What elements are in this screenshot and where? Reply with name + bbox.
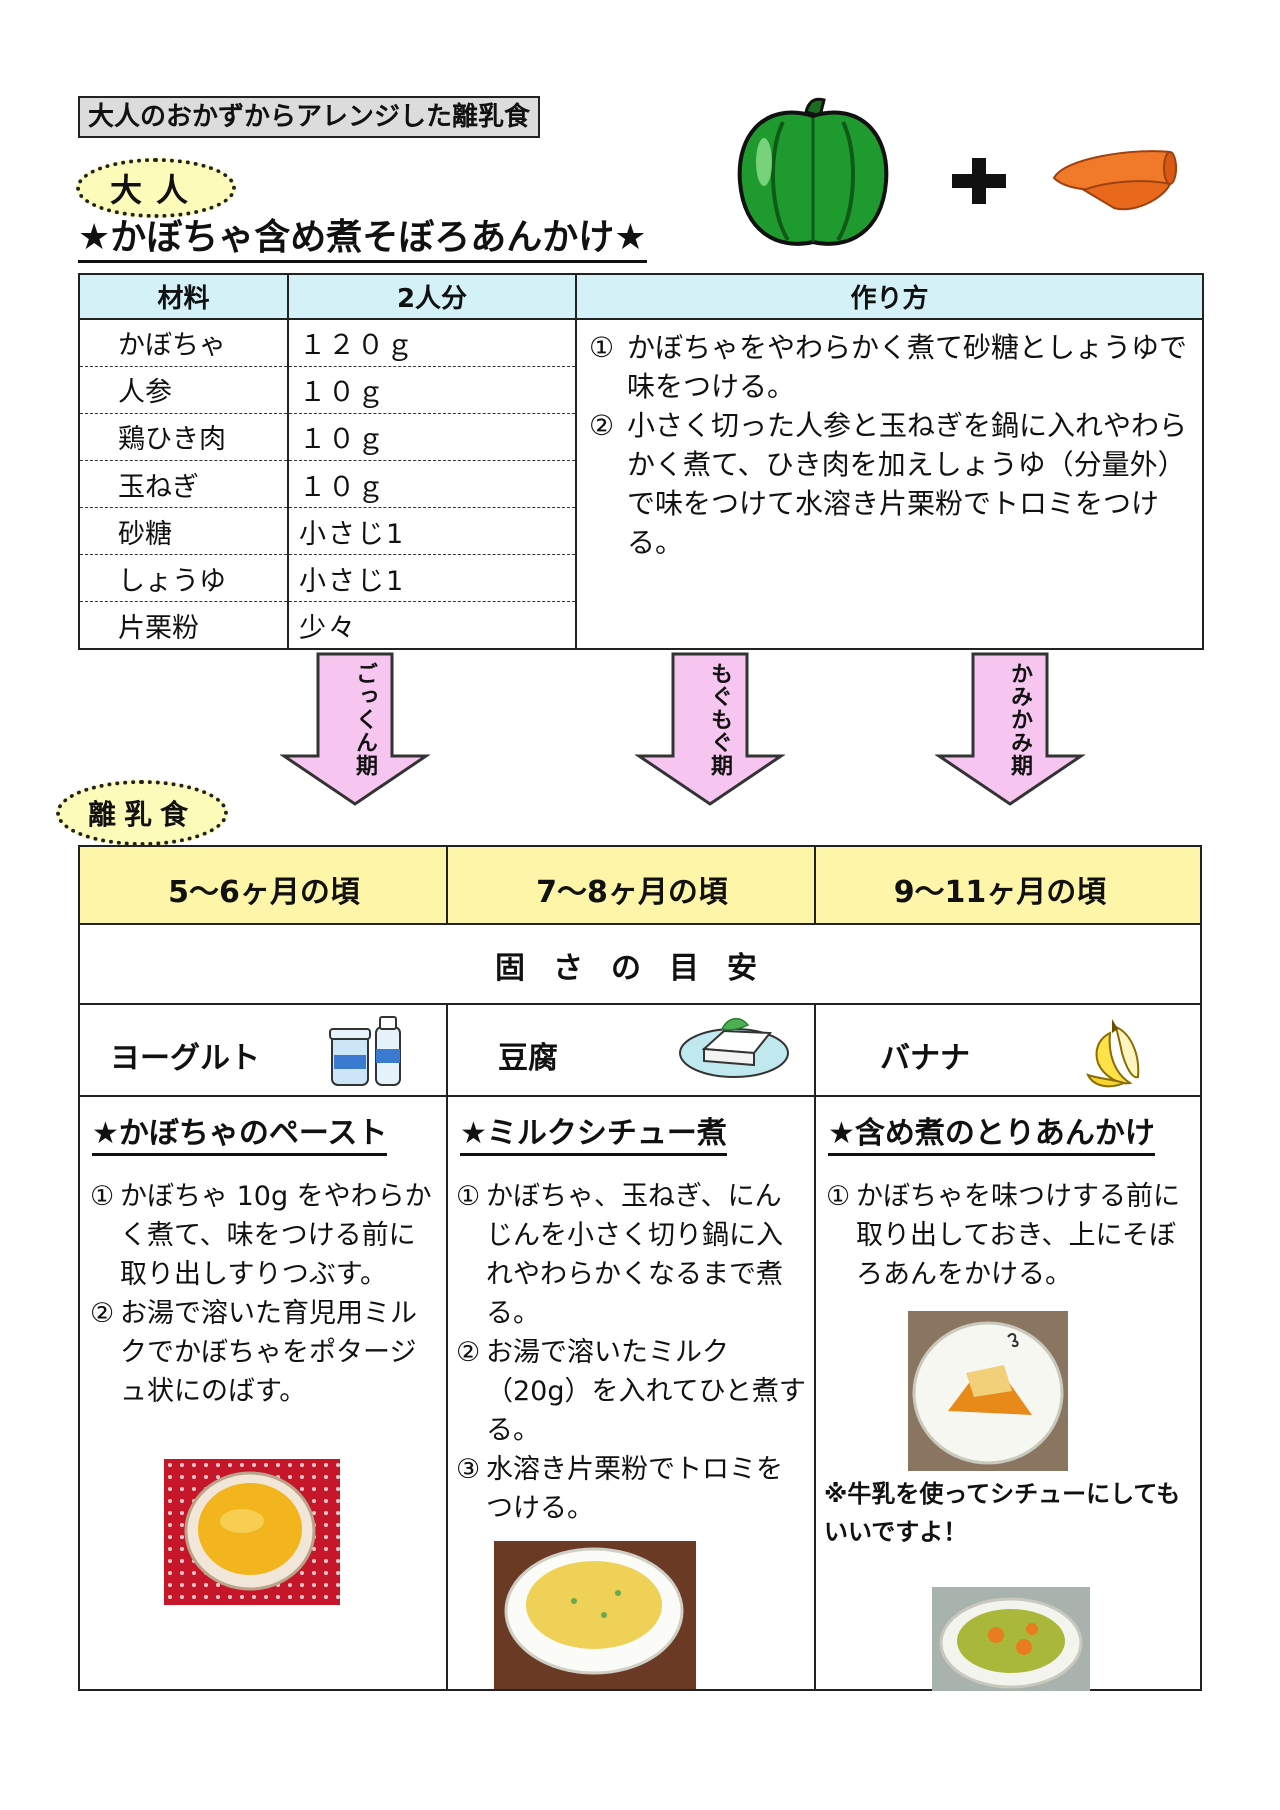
note: ※牛乳を使ってシチューにしてもいいですよ！ [824,1480,1181,1546]
adult-badge: 大人 [76,158,236,218]
baby-recipe-step: ① かぼちゃ 10g をやわらかく煮て、味をつける前に取り出しすりつぶす。 [90,1181,432,1290]
ingredient-amount: 少々 [288,601,577,649]
baby-recipe-step: ③ 水溶き片栗粉でトロミをつける。 [456,1454,783,1524]
stage-label: かみかみ期 [1007,662,1032,777]
stage-label: もぐもぐ期 [707,662,732,777]
ingredient-name: しょうゆ [79,554,289,603]
baby-food-badge: 離乳食 [56,780,228,846]
baby-recipe-step: ① かぼちゃを味つけする前に取り出しておき、上にそぼろあんをかける。 [826,1181,1180,1290]
example-label: ヨーグルト [110,1041,260,1076]
stage-arrow: もぐもぐ期 [634,652,786,807]
method-steps: ① かぼちゃをやわらかく煮て砂糖としょうゆで味をつける。 ② 小さく切った人参と… [576,319,1203,649]
baby-recipe-title: ★かぼちゃのペースト [92,1115,388,1156]
ingredient-name: 鶏ひき肉 [79,413,289,461]
baby-recipe-title: ★ミルクシチュー煮 [460,1115,727,1156]
table-row: 玉ねぎ １０ｇ [79,460,1203,509]
ingredient-amount: １２０ｇ [288,319,577,367]
baby-recipe-step: ② お湯で溶いた育児用ミルクでかぼちゃをポタージュ状にのばす。 [90,1298,417,1407]
baby-recipe-steps: ① かぼちゃ、玉ねぎ、にんじんを小さく切り鍋に入れやわらかくなるまで煮る。 ② … [456,1177,806,1528]
method-step: ② 小さく切った人参と玉ねぎを鍋に入れやわらかく煮て、ひき肉を加えしょうゆ（分量… [589,409,1188,560]
firmness-title-overlay: 固さの目安 [495,951,785,986]
carrot-icon [1052,150,1177,211]
ingredient-amount: 小さじ1 [288,507,577,556]
baby-recipe-steps: ① かぼちゃ 10g をやわらかく煮て、味をつける前に取り出しすりつぶす。 ② … [90,1177,440,1411]
ingredient-name: 玉ねぎ [79,460,289,509]
category-label: 大人のおかずからアレンジした離乳食 [78,96,541,138]
age-header-row: 5～6ヶ月の頃 7～8ヶ月の頃 9～11ヶ月の頃 [80,847,1200,925]
baby-recipe-steps: ① かぼちゃを味つけする前に取り出しておき、上にそぼろあんをかける。 [826,1177,1192,1294]
example-label: 豆腐 [498,1041,558,1076]
baby-recipe-step: ② お湯で溶いたミルク（20g）を入れてひと煮する。 [456,1337,806,1446]
ingredient-name: 砂糖 [79,507,289,556]
method-step: ① かぼちゃをやわらかく煮て砂糖としょうゆで味をつける。 [589,331,1188,404]
table-row: 人参 １０ｇ [79,366,1203,414]
pumpkin-ankake-photo [908,1311,1068,1471]
stage-arrow: ごっくん期 [279,652,431,807]
ingredient-name: 人参 [79,366,289,414]
ingredient-name: 片栗粉 [79,601,289,649]
recipe-table: 材料 2人分 作り方 かぼちゃ １２０ｇ ① かぼちゃをやわらかく煮て砂糖としょ… [78,272,1204,650]
yogurt-icon [329,1016,401,1086]
baby-food-table: 5～6ヶ月の頃 7～8ヶ月の頃 9～11ヶ月の頃 固さの目安 ヨーグルト 豆腐 … [78,845,1202,1691]
age-header: 5～6ヶ月の頃 [168,875,360,910]
stew-photo [932,1587,1090,1691]
example-row: ヨーグルト 豆腐 バナナ [80,1005,1200,1097]
example-label: バナナ [880,1041,970,1076]
green-pepper-icon [737,97,889,246]
milk-stew-photo [494,1541,696,1689]
ingredient-amount: １０ｇ [288,413,577,461]
ingredients-header: 材料 [78,272,289,321]
tofu-icon [679,1017,789,1078]
table-row: 鶏ひき肉 １０ｇ [79,413,1203,461]
table-row: 片栗粉 少々 [79,601,1203,649]
ingredient-amount: １０ｇ [288,460,577,509]
ingredient-amount: １０ｇ [288,366,577,414]
method-header: 作り方 [575,272,1204,321]
table-row: しょうゆ 小さじ1 [79,554,1203,603]
plus-icon [952,158,1006,204]
banana-icon [1086,1019,1140,1088]
recipe-title: ★かぼちゃ含め煮そぼろあんかけ★ [78,216,647,263]
age-header: 9～11ヶ月の頃 [893,875,1107,910]
baby-recipe-step: ① かぼちゃ、玉ねぎ、にんじんを小さく切り鍋に入れやわらかくなるまで煮る。 [456,1181,783,1329]
ingredient-name: かぼちゃ [79,319,289,367]
ingredient-amount: 小さじ1 [288,554,577,603]
stage-label: ごっくん期 [352,662,377,777]
table-row: かぼちゃ １２０ｇ ① かぼちゃをやわらかく煮て砂糖としょうゆで味をつける。 ②… [79,319,1203,559]
age-header: 7～8ヶ月の頃 [536,875,728,910]
stage-arrow: かみかみ期 [934,652,1086,807]
pumpkin-paste-photo [164,1459,340,1605]
servings-header: 2人分 [287,272,577,321]
table-row: 砂糖 小さじ1 [79,507,1203,556]
baby-recipe-title: ★含め煮のとりあんかけ [828,1115,1155,1156]
